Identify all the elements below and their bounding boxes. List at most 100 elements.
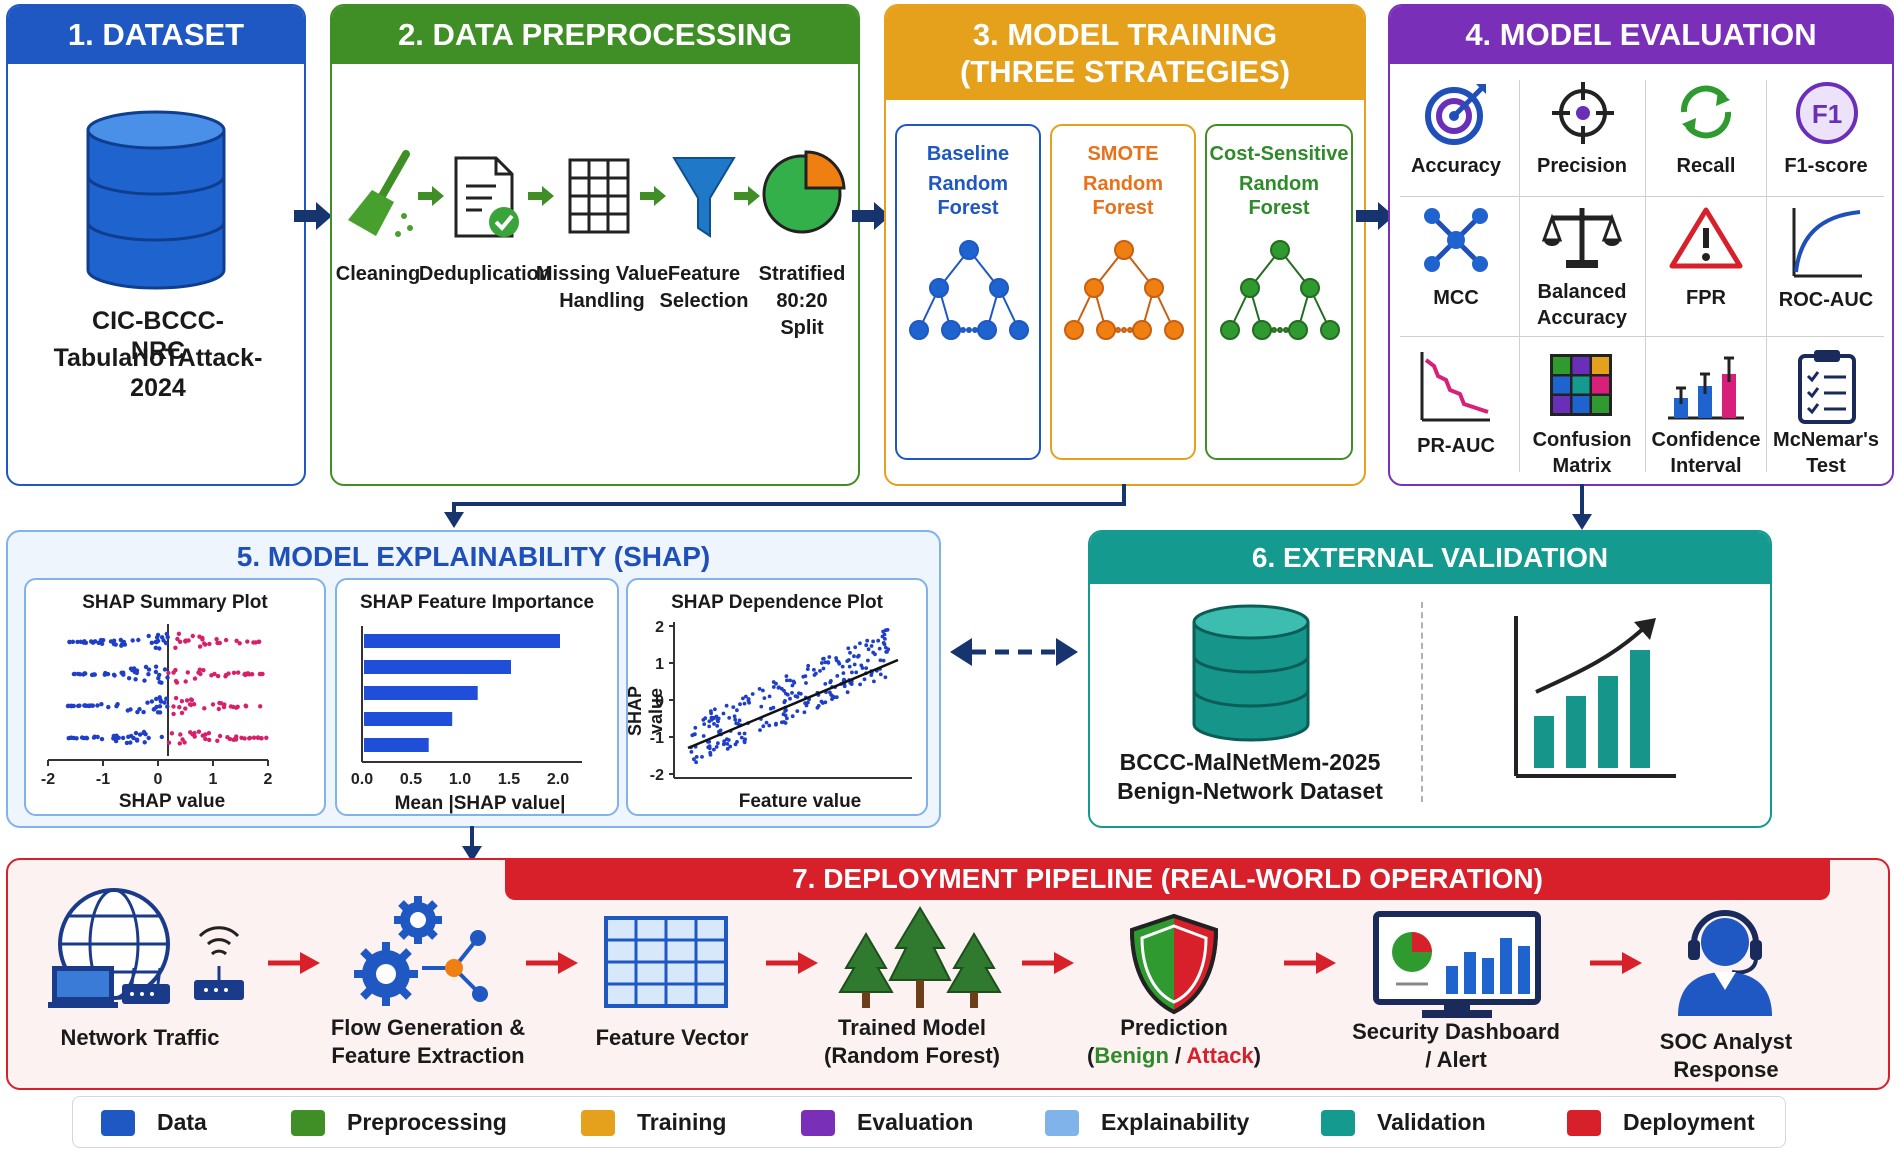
dependence-point [795,709,800,713]
dependence-point [859,663,864,668]
metric-roc-auc-label: ROC-AUC [1778,289,1874,311]
dependence-point [885,650,889,654]
dependence-point [768,706,773,711]
dependence-point [841,671,846,675]
eval-divider [1519,80,1520,472]
summary-point [114,733,119,738]
summary-point [179,699,185,704]
summary-point [234,638,239,643]
dependence-point [735,740,739,744]
tree-icon-smote [1064,240,1184,340]
dependence-point [852,662,857,667]
summary-point [255,735,261,740]
dependence-point [818,669,822,673]
dependence-point [827,655,832,659]
deploy-step-soc-label-1: SOC Analyst [1659,1029,1793,1054]
summary-point [175,636,180,642]
summary-point [155,638,161,644]
summary-point [264,735,269,740]
summary-point [247,735,253,741]
importance-bar [364,686,478,700]
dependence-point [814,671,818,676]
summary-point [106,704,111,710]
svg-text:F1: F1 [1812,99,1842,129]
dependence-point [866,647,871,652]
dependence-point [737,718,742,723]
summary-point [99,736,105,742]
summary-point [256,639,262,644]
arrow-step-2 [528,186,554,206]
deploy-step-trained-model-label-1: Trained Model [838,1015,986,1040]
legend-swatch [101,1109,135,1136]
dependence-point [767,723,772,728]
table-icon [604,916,728,1008]
dependence-point [885,628,890,632]
dependence-point [742,731,747,736]
dependence-point [881,629,885,634]
dependence-tick-label: -2 [650,767,664,784]
summary-point [173,695,179,701]
deploy-step-soc-label-2: Response [1673,1057,1779,1082]
arrow-deploy-6 [1590,952,1642,974]
summary-point [188,730,193,735]
dependence-point [767,694,772,699]
step-cleaning-label: Cleaning [335,263,421,285]
summary-point [159,680,164,685]
dependence-point [776,685,781,690]
legend-label: Data [157,1109,207,1135]
summary-point [201,668,206,673]
dependence-point [802,710,807,715]
dependence-point [721,711,726,716]
tree-icon-cost-sensitive [1220,240,1340,340]
summary-point [134,738,140,743]
dependence-point [877,646,882,651]
dependence-point [883,637,887,641]
summary-point [206,731,212,736]
summary-point [130,638,135,643]
legend-swatch [291,1109,325,1136]
summary-point [121,672,126,677]
dependence-point [828,680,833,685]
importance-bar [364,634,560,648]
dependence-point [727,716,732,720]
summary-point [137,732,143,737]
dependence-point [852,654,856,659]
summary-point [111,672,117,677]
summary-point [99,702,104,707]
summary-point [155,632,161,638]
dependence-point [781,712,786,717]
dependence-point [744,694,748,699]
legend-swatch [581,1109,615,1136]
dependence-point [788,696,792,701]
dependence-point [762,696,767,700]
dependence-point [862,677,867,682]
dependence-point [717,729,721,734]
target-icon [1425,84,1486,145]
dependence-point [850,670,854,675]
dependence-point [703,716,708,721]
metric-mcnemar-label-1: McNemar's [1773,429,1879,451]
summary-point [233,737,239,742]
trees-icon [838,906,1002,1008]
legend-label: Deployment [1623,1109,1755,1135]
dependence-point [872,679,876,684]
legend-label: Evaluation [857,1109,974,1135]
summary-point [131,735,136,741]
summary-point [82,639,87,644]
step-missing-value-label-2: Handling [559,290,645,312]
summary-point [166,670,171,676]
dependence-point [806,700,810,705]
legend-item-preprocessing: Preprocessing [291,1109,507,1136]
dependence-point [790,683,795,688]
dependence-point [784,674,789,678]
dependence-point [804,681,808,685]
dependence-point [721,742,726,747]
dependence-point [846,658,851,662]
metric-balanced-accuracy-label-2: Accuracy [1536,307,1628,329]
dataset-name-line2: TabularIoTAttack-2024 [53,344,263,402]
strategy-smote: SMOTE Random Forest [1050,124,1196,460]
dependence-point [702,722,707,726]
dependence-point [724,703,729,708]
summary-point [251,735,257,740]
